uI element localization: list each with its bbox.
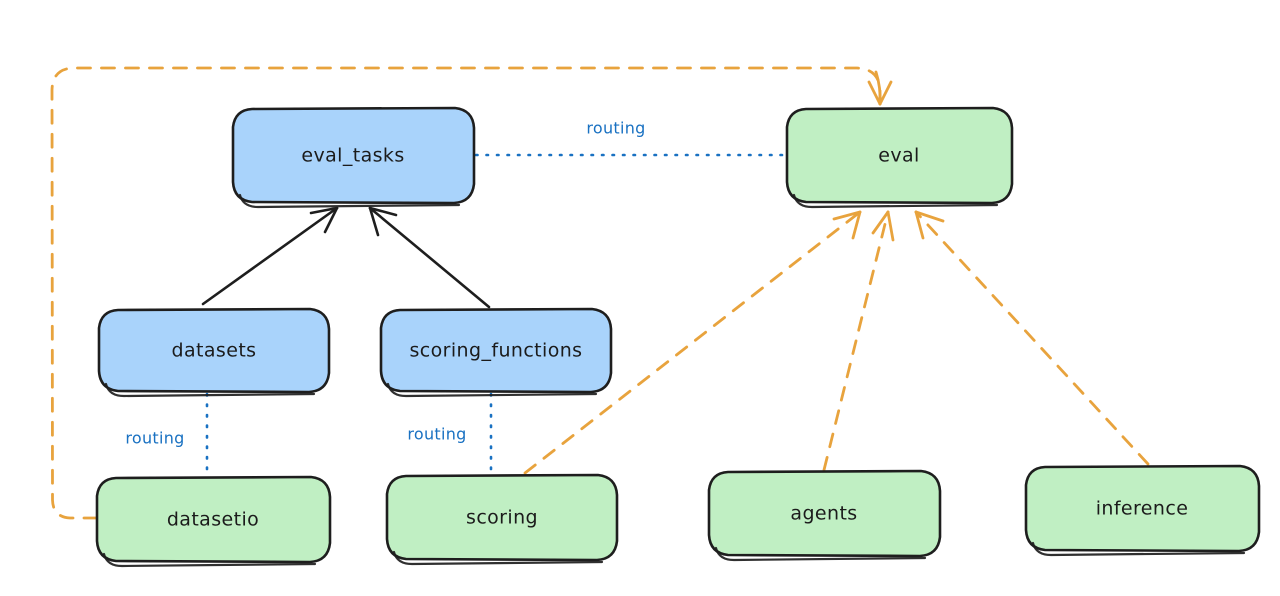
node-datasetio[interactable]: datasetio	[95, 475, 332, 568]
edge-datasets-to-eval-tasks-arrow-b	[323, 206, 339, 234]
edge-scoring-to-eval-arrow-a	[832, 210, 862, 221]
node-inference-shape	[1024, 464, 1261, 553]
node-inference-label: inference	[1096, 498, 1189, 520]
edge-datasets-to-eval-tasks-arrow-a	[309, 206, 339, 215]
edge-agents-to-eval	[822, 210, 895, 472]
node-eval-tasks-label: eval_tasks	[301, 145, 404, 167]
node-datasets-label: datasets	[172, 340, 257, 362]
node-agents-label: agents	[790, 503, 857, 525]
node-datasetio-shape	[95, 475, 332, 564]
edge-datasets-to-eval-tasks-line	[201, 206, 339, 306]
node-inference-shadow	[1031, 541, 1246, 557]
node-eval-label: eval	[878, 145, 919, 167]
node-scoring-functions-label: scoring_functions	[410, 340, 583, 362]
edge-datasetio-to-eval-arrow-right	[878, 80, 893, 106]
edge-scoring-functions-to-eval-tasks	[368, 206, 491, 309]
node-eval-tasks-shadow	[238, 193, 461, 209]
edge-datasets-to-datasetio: routing	[125, 392, 209, 479]
edge-datasetio-to-eval-arrow-left	[867, 80, 882, 106]
node-agents[interactable]: agents	[707, 469, 942, 562]
edge-scoring-to-eval-line	[523, 210, 862, 475]
node-scoring-functions-shape	[379, 307, 613, 394]
node-eval-tasks[interactable]: eval_tasks	[231, 106, 476, 209]
edge-label-routing-eval-tasks-eval: routing	[586, 119, 645, 138]
node-eval-shape	[785, 106, 1014, 205]
node-eval-tasks-shape	[231, 106, 476, 205]
edge-label-routing-scoring-functions-scoring: routing	[407, 425, 466, 444]
node-agents-shadow	[714, 546, 927, 562]
edge-datasetio-to-eval-arrow-stem	[874, 70, 882, 106]
node-scoring-functions-shadow	[386, 382, 598, 398]
node-datasetio-shadow	[102, 552, 317, 568]
edge-inference-to-eval-arrow-b	[914, 210, 945, 223]
edge-scoring-to-eval-arrow-b	[851, 210, 862, 240]
node-scoring-shadow	[392, 550, 604, 566]
node-datasets[interactable]: datasets	[97, 307, 331, 398]
edge-scoring-functions-to-eval-tasks-line	[368, 206, 491, 309]
node-datasets-shape	[97, 307, 331, 394]
node-scoring-shape	[385, 473, 619, 562]
edge-datasetio-to-eval-line	[50, 66, 882, 520]
node-scoring[interactable]: scoring	[385, 473, 619, 566]
edge-inference-to-eval	[914, 210, 1150, 466]
node-agents-shape	[707, 469, 942, 558]
node-inference[interactable]: inference	[1024, 464, 1261, 557]
node-datasets-shadow	[104, 382, 316, 398]
edge-label-routing-datasets-datasetio: routing	[125, 429, 184, 448]
node-datasetio-label: datasetio	[167, 509, 259, 531]
edge-datasetio-to-eval	[50, 66, 893, 520]
edge-agents-to-eval-arrow-b	[886, 210, 895, 242]
edge-inference-to-eval-arrow-a	[914, 210, 925, 240]
edge-eval-tasks-to-eval: routing	[474, 119, 788, 157]
node-eval-shadow	[792, 193, 999, 209]
node-scoring-label: scoring	[466, 507, 538, 529]
edge-agents-to-eval-line	[822, 210, 890, 472]
edge-datasets-to-eval-tasks	[201, 206, 339, 306]
edge-inference-to-eval-line	[914, 210, 1150, 466]
edge-scoring-functions-to-scoring: routing	[407, 392, 493, 475]
edge-agents-to-eval-arrow-a	[871, 210, 890, 235]
node-scoring-functions[interactable]: scoring_functions	[379, 307, 613, 398]
edge-scoring-to-eval	[523, 210, 862, 475]
edge-scoring-functions-to-eval-tasks-arrow-a	[368, 206, 398, 217]
edge-scoring-functions-to-eval-tasks-arrow-b	[368, 206, 380, 237]
node-eval[interactable]: eval	[785, 106, 1014, 209]
